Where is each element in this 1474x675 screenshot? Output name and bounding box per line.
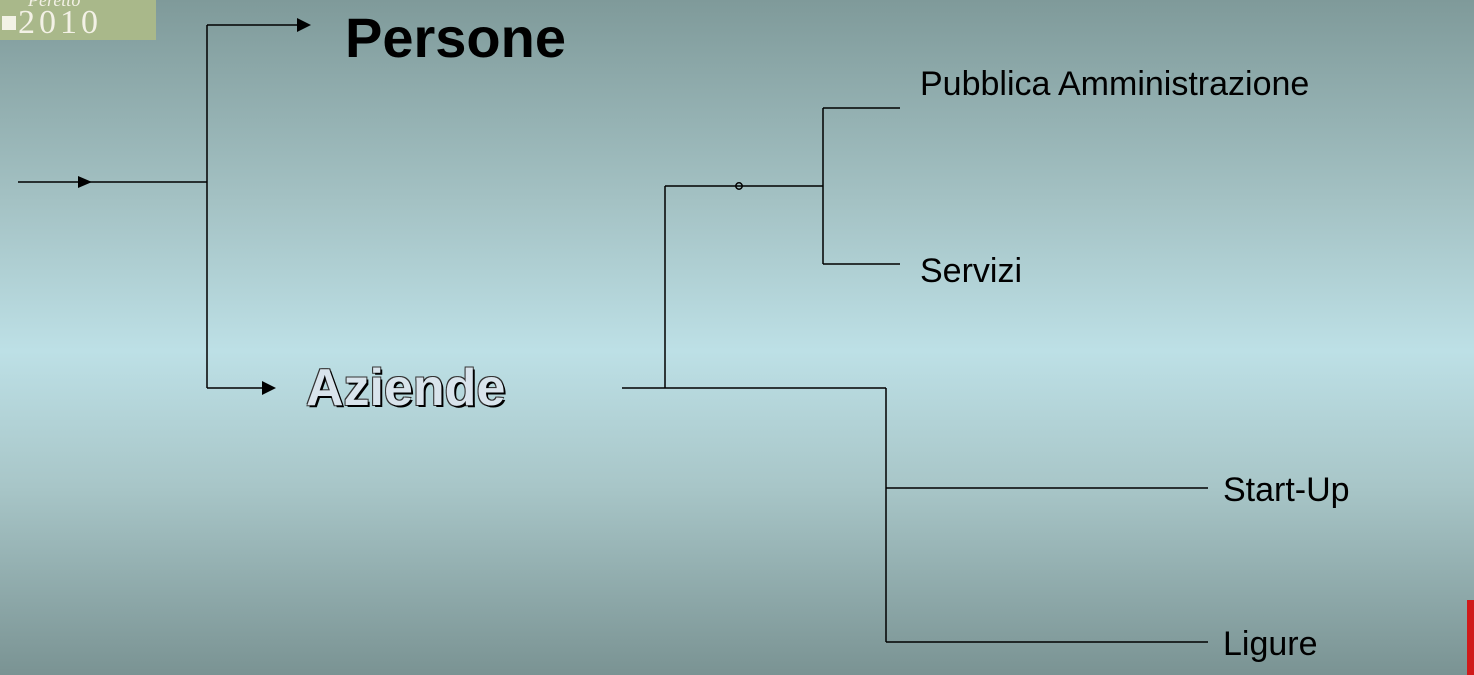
node-servizi: Servizi: [920, 252, 1023, 290]
node-aziende: Aziende: [306, 359, 506, 417]
aziende-arrowhead: [262, 381, 276, 395]
logo-square: [2, 16, 16, 30]
node-pubblica-amministrazione: Pubblica Amministrazione: [920, 65, 1310, 103]
junction-dot: [735, 182, 743, 190]
logo-year: 2010: [18, 4, 102, 40]
red-corner-mark: [1467, 600, 1474, 675]
node-start-up: Start-Up: [1223, 471, 1350, 509]
entry-arrowhead: [78, 176, 92, 188]
logo: Peretto 2010: [0, 0, 156, 40]
node-persone: Persone: [345, 6, 566, 69]
persone-arrowhead: [297, 18, 311, 32]
logo-top-text: Peretto: [28, 0, 81, 10]
node-ligure: Ligure: [1223, 625, 1318, 663]
